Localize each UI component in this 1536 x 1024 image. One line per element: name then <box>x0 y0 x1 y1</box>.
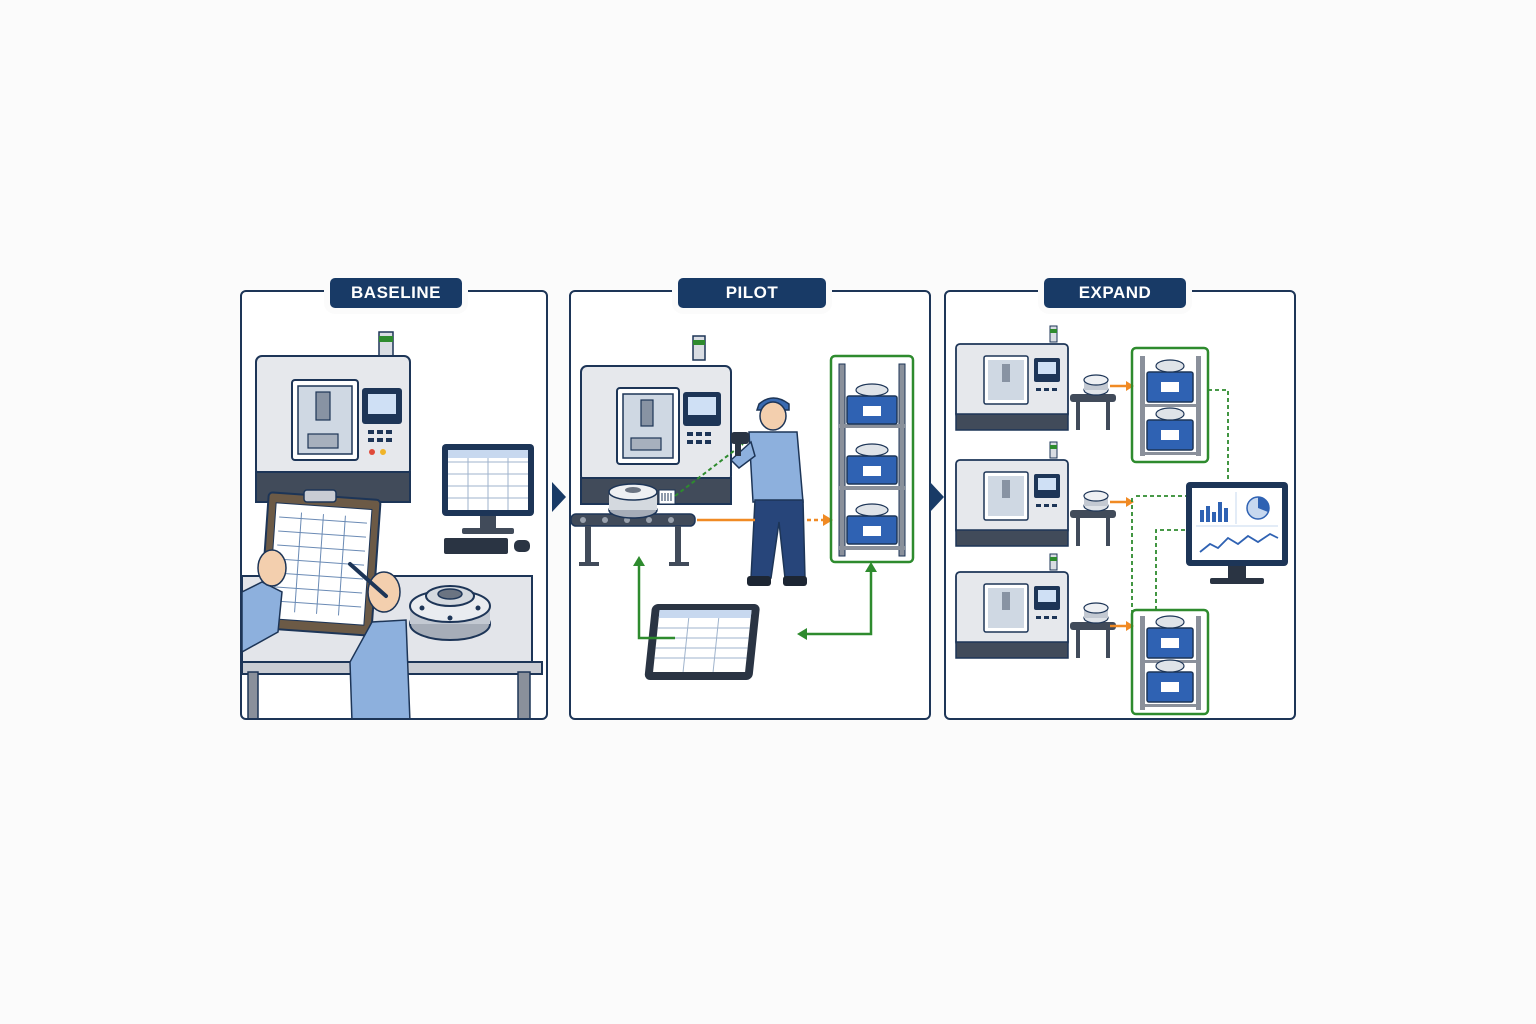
stage-tab-baseline: BASELINE <box>330 278 462 308</box>
flange-part-icon <box>409 585 491 641</box>
baseline-illustration <box>242 331 543 718</box>
cnc-machine-icon <box>255 331 411 503</box>
expand-panel <box>944 290 1296 720</box>
stage-tab-expand: EXPAND <box>1044 278 1186 308</box>
clipboard-icon <box>258 489 382 637</box>
cnc-machine-icon <box>955 441 1117 547</box>
scan-beam <box>674 443 744 497</box>
cnc-machine-icon <box>955 325 1117 431</box>
data-flow-arrow <box>637 564 873 640</box>
flange-part-icon <box>608 483 676 519</box>
hands-icon <box>242 549 411 718</box>
baseline-panel <box>240 290 548 720</box>
tablet-icon <box>644 604 760 680</box>
expand-illustration <box>955 325 1288 716</box>
stage-tab-pilot: PILOT <box>678 278 826 308</box>
material-flow-arrow <box>1110 384 1126 628</box>
cnc-machine-icon <box>580 335 732 505</box>
storage-bin <box>846 443 898 485</box>
pilot-illustration <box>571 335 915 680</box>
dashboard-monitor-icon <box>1186 482 1288 584</box>
cnc-machine-icon <box>955 553 1117 659</box>
material-flow-arrow <box>697 514 833 526</box>
storage-bin <box>846 503 898 545</box>
storage-rack-icon <box>1130 346 1210 464</box>
storage-bin <box>846 383 898 425</box>
chevron-right-icon <box>930 482 944 512</box>
storage-rack-icon <box>829 354 915 564</box>
pilot-panel <box>569 290 931 720</box>
data-flow-arrow <box>1131 389 1229 612</box>
conveyor-icon <box>571 513 696 566</box>
worker-icon <box>729 397 807 586</box>
chevron-right-icon <box>552 482 566 512</box>
desktop-computer-icon <box>442 444 534 554</box>
storage-rack-icon <box>1130 608 1210 716</box>
